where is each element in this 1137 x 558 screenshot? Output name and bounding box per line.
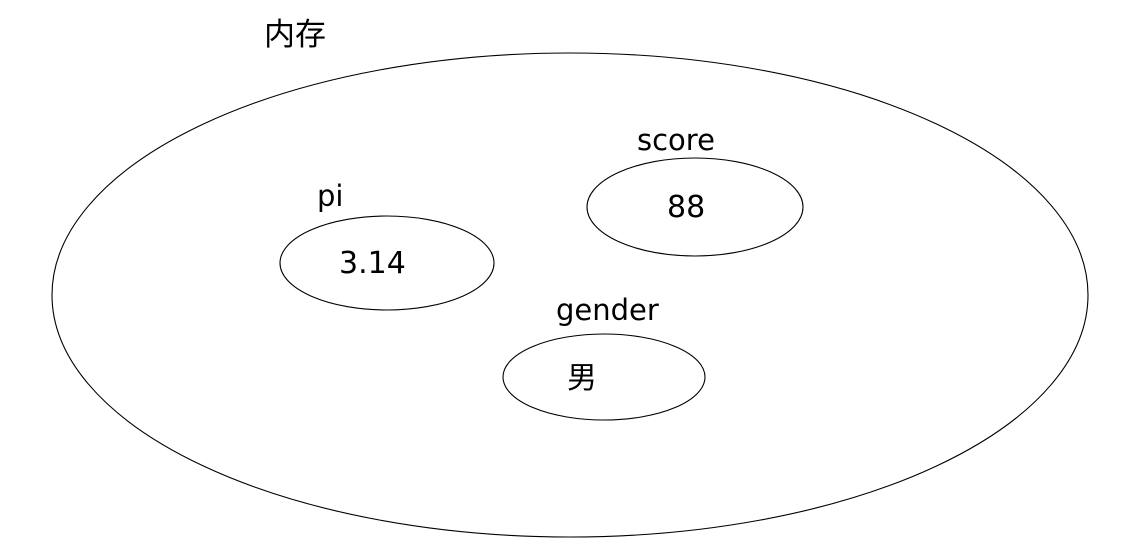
variable-value-pi: 3.14 bbox=[339, 246, 406, 281]
variable-label-gender: gender bbox=[556, 293, 659, 327]
variable-ellipse-pi bbox=[279, 215, 495, 311]
variable-label-pi: pi bbox=[317, 179, 344, 213]
variable-ellipse-gender bbox=[502, 333, 706, 421]
variable-label-score: score bbox=[637, 123, 715, 157]
memory-region-ellipse bbox=[51, 52, 1089, 538]
memory-region-title: 内存 bbox=[264, 17, 326, 53]
variable-ellipse-score bbox=[586, 157, 804, 257]
variable-value-score: 88 bbox=[667, 190, 706, 225]
variable-value-gender: 男 bbox=[567, 361, 597, 396]
